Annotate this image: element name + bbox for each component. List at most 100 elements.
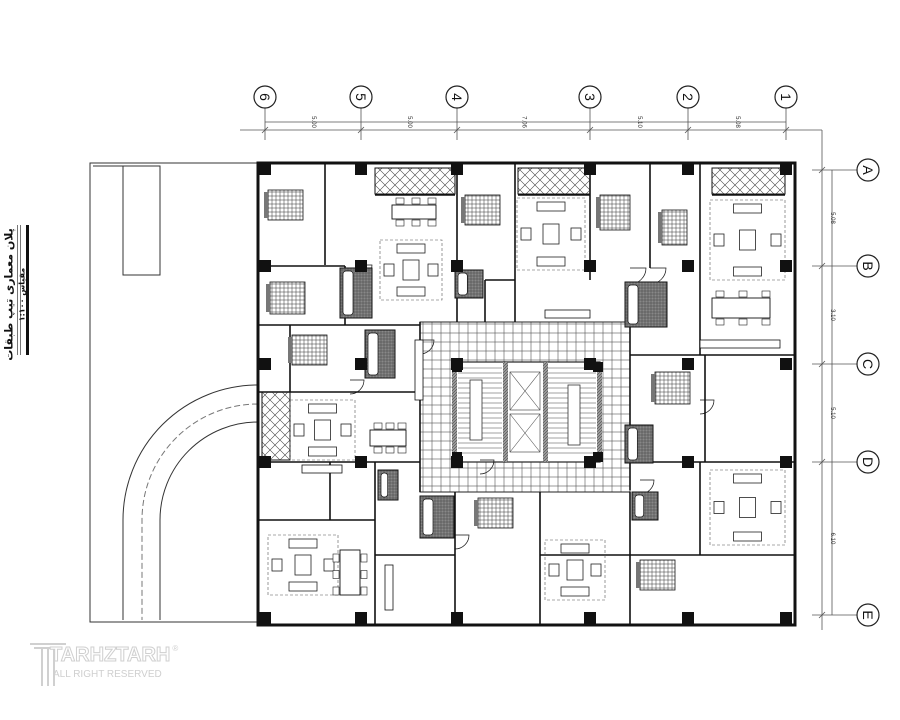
door-swing <box>454 534 470 550</box>
column <box>259 612 271 624</box>
dimension-label: 5.08 <box>829 212 835 224</box>
dimension-label: 3.10 <box>829 309 835 321</box>
sofa <box>288 538 318 549</box>
grid-bubble-6 <box>253 85 277 109</box>
title-bar-thick <box>26 225 29 355</box>
column <box>682 260 694 272</box>
grid-label-B: B <box>860 261 876 270</box>
column <box>355 612 367 624</box>
bed <box>477 497 514 529</box>
dimension-tick <box>818 262 826 270</box>
column <box>451 260 463 272</box>
sofa <box>733 531 762 542</box>
column <box>682 456 694 468</box>
dimension-label: 5.10 <box>636 116 642 128</box>
column <box>259 163 271 175</box>
dimension-label: 5.00 <box>406 116 412 128</box>
watermark-tagline: ALL RIGHT RESERVED <box>53 669 162 680</box>
nightstand <box>288 337 292 363</box>
sofa <box>396 286 426 297</box>
site-yard-outline <box>89 162 259 623</box>
armchair <box>520 227 532 241</box>
column <box>780 612 792 624</box>
dimension-tick <box>586 126 594 134</box>
armchair <box>590 563 602 577</box>
balcony <box>711 167 786 195</box>
armchair <box>271 558 283 572</box>
dimension-label: 6.10 <box>829 533 835 545</box>
bed <box>269 281 306 315</box>
sofa <box>308 403 337 414</box>
grid-bubble-D <box>856 450 880 474</box>
chair <box>385 446 395 454</box>
structural-columns <box>259 163 792 624</box>
dimension-tick <box>684 126 692 134</box>
watermark-registered: ® <box>172 644 179 653</box>
column <box>355 456 367 468</box>
column <box>780 163 792 175</box>
bathtub <box>380 472 389 498</box>
column <box>584 612 596 624</box>
rug <box>289 399 356 461</box>
sofa <box>560 543 590 554</box>
coffee-table <box>402 259 420 281</box>
bathtub <box>342 270 354 316</box>
dimension-tick <box>818 611 826 619</box>
bed <box>599 194 631 231</box>
chair <box>332 553 340 563</box>
bathtub <box>422 498 434 536</box>
column <box>682 612 694 624</box>
chair <box>761 290 771 298</box>
bed <box>291 334 328 366</box>
bed <box>267 189 304 221</box>
armchair <box>713 501 725 514</box>
grid-bubble-B <box>856 254 880 278</box>
chair <box>427 197 437 205</box>
dimension-label: 5.10 <box>829 407 835 419</box>
dimension-label: 5.08 <box>734 116 740 128</box>
bed <box>661 209 688 246</box>
chair <box>397 422 407 430</box>
watermark: TARHZTARH ® ALL RIGHT RESERVED <box>28 640 198 690</box>
dining-table <box>339 549 361 596</box>
nightstand <box>474 500 478 526</box>
dimension-label: 7.06 <box>521 116 527 128</box>
armchair <box>323 558 335 572</box>
armchair <box>293 423 305 437</box>
column <box>259 260 271 272</box>
grid-label-3: 3 <box>582 93 598 101</box>
armchair <box>770 233 782 247</box>
rug <box>544 539 606 601</box>
chair <box>411 219 421 227</box>
chair <box>738 290 748 298</box>
chair <box>738 318 748 326</box>
column <box>452 362 462 372</box>
nightstand <box>658 212 662 243</box>
dimension-tick <box>453 126 461 134</box>
column <box>355 163 367 175</box>
nightstand <box>596 197 600 228</box>
coffee-table <box>294 554 312 576</box>
chair <box>373 422 383 430</box>
rug <box>379 239 443 301</box>
bed <box>464 194 501 226</box>
dimension-tick <box>818 458 826 466</box>
nightstand <box>264 192 268 218</box>
armchair <box>427 263 439 277</box>
grid-bubble-1 <box>774 85 798 109</box>
kitchen-counter <box>699 339 781 349</box>
grid-bubble-2 <box>676 85 700 109</box>
drawing-title: پلان معماری تیپ طبقات <box>2 228 16 361</box>
armchair <box>383 263 395 277</box>
kitchen-counter <box>384 564 394 611</box>
column <box>682 163 694 175</box>
grid-bubble-4 <box>445 85 469 109</box>
column <box>780 456 792 468</box>
sofa <box>733 266 762 277</box>
grid-bubble-5 <box>349 85 373 109</box>
watermark-brand: TARHZTARH <box>49 644 171 667</box>
sofa <box>733 203 762 214</box>
chair <box>360 586 368 596</box>
exterior-wall <box>256 161 797 627</box>
chair <box>761 318 771 326</box>
